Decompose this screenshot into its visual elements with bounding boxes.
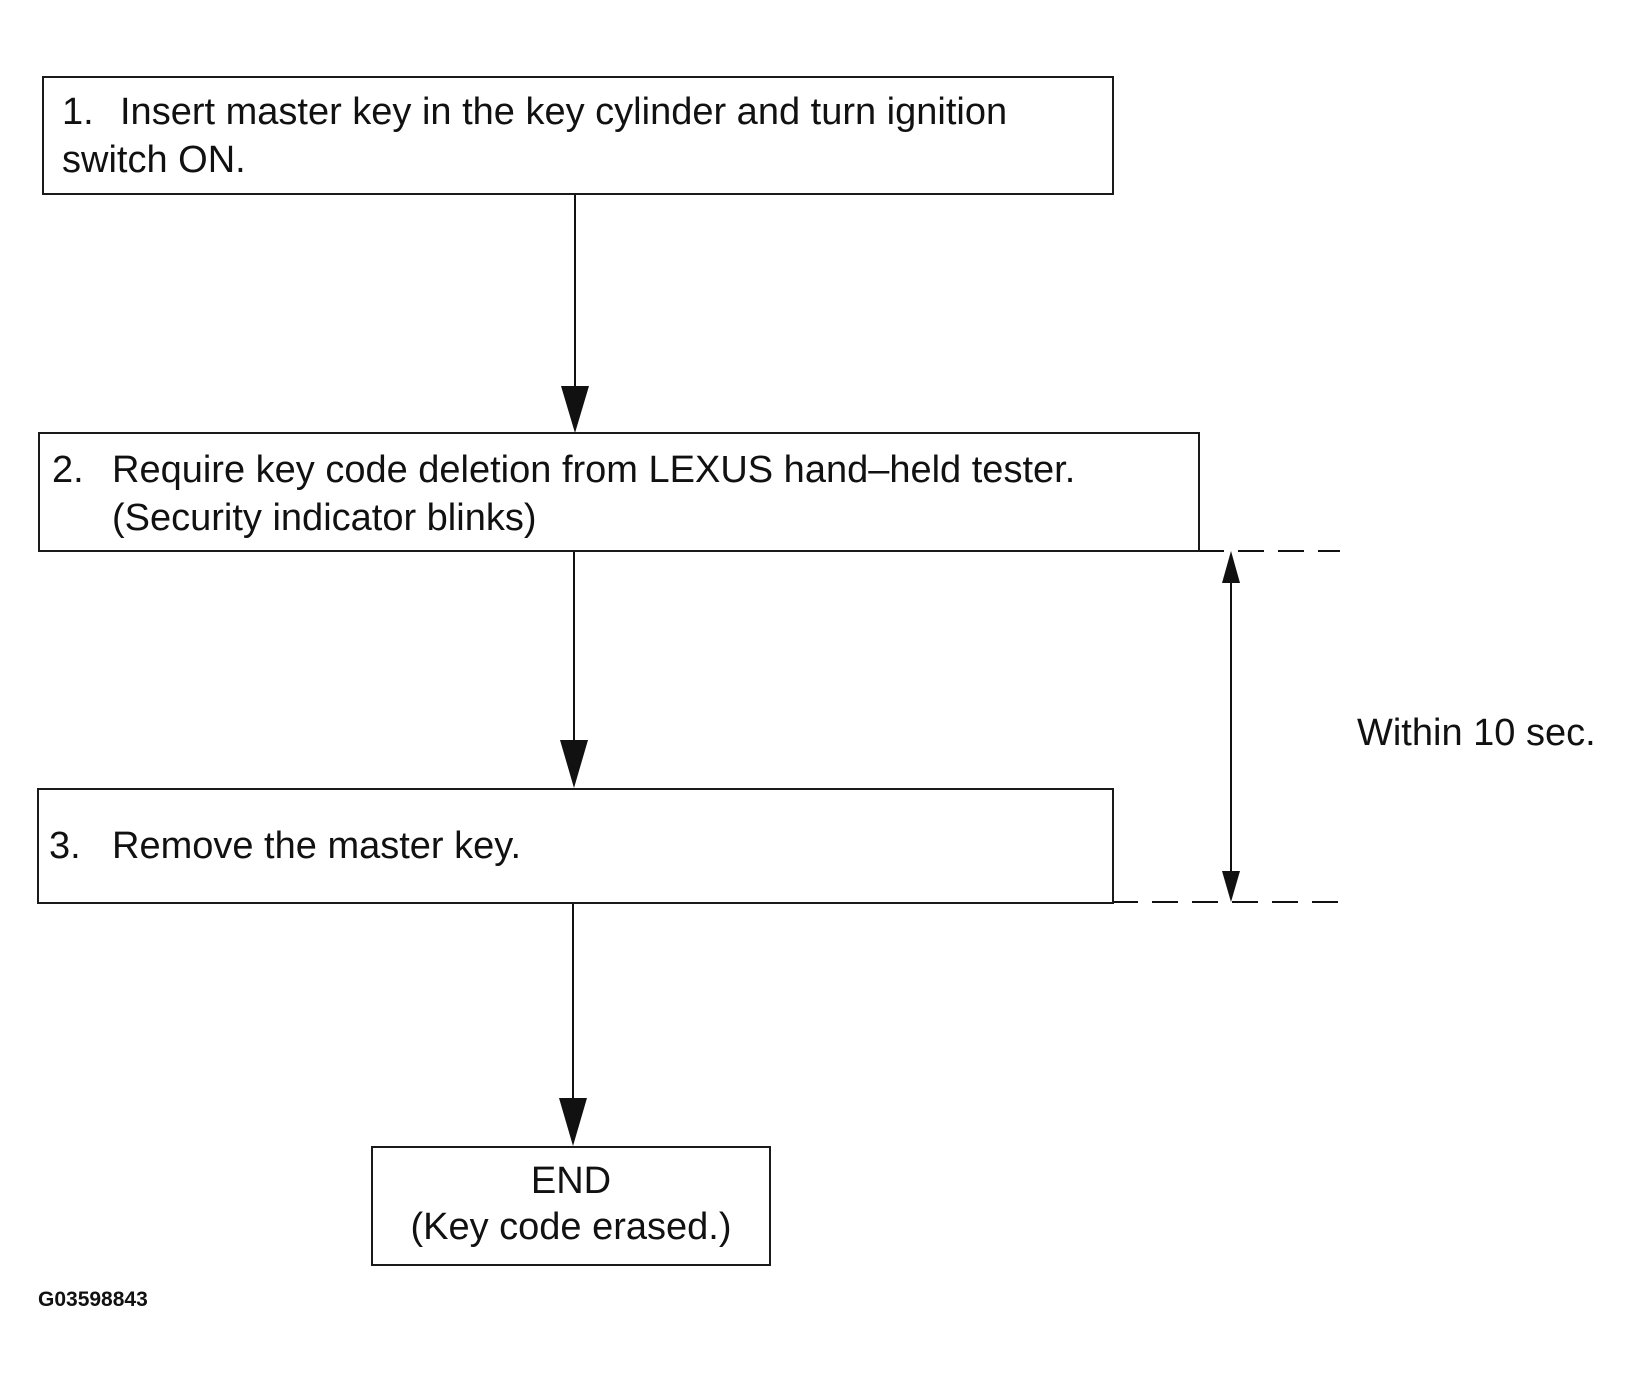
step-2-line-1: Require key code deletion from LEXUS han… (112, 449, 1076, 491)
step-1-box: 1. Insert master key in the key cylinder… (42, 76, 1114, 195)
timing-note: Within 10 sec. (1357, 712, 1596, 754)
figure-code: G03598843 (38, 1288, 148, 1311)
step-2-line-2: (Security indicator blinks) (112, 497, 537, 539)
step-2-box: 2. Require key code deletion from LEXUS … (38, 432, 1200, 552)
arrowhead-down-icon (561, 386, 589, 433)
step-3-line-1: Remove the master key. (112, 825, 522, 867)
end-box: END (Key code erased.) (371, 1146, 771, 1266)
step-3-number: 3. (49, 825, 81, 867)
step-1-line-2: switch ON. (62, 139, 246, 181)
end-title: END (530, 1160, 612, 1202)
end-subtitle: (Key code erased.) (410, 1206, 732, 1248)
step-2-number: 2. (52, 449, 84, 491)
step-1-line-1: Insert master key in the key cylinder an… (120, 91, 1008, 133)
step-1-number: 1. (62, 91, 94, 133)
arrowhead-up-icon (1222, 551, 1240, 583)
arrowhead-down-icon (560, 740, 588, 788)
arrowhead-down-icon (559, 1098, 587, 1146)
arrowhead-down-icon (1222, 871, 1240, 902)
step-3-box: 3. Remove the master key. (37, 788, 1114, 904)
